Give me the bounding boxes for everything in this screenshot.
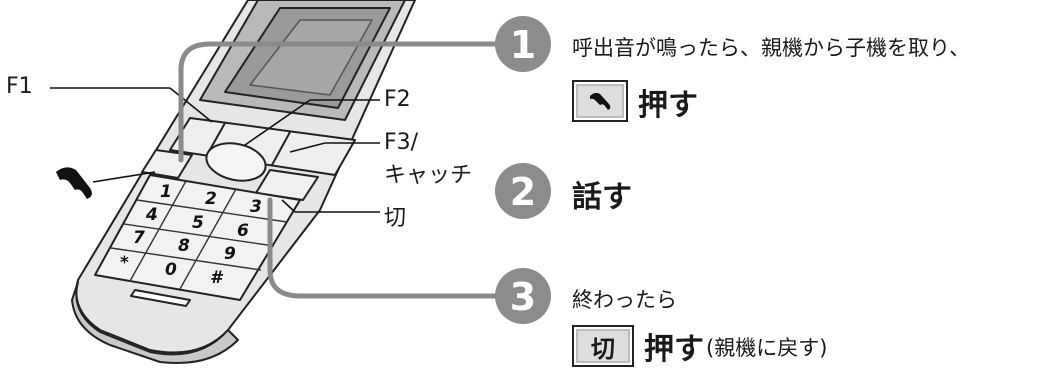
key-2: 2 [205, 189, 217, 209]
step-2-action: 話す [572, 180, 632, 215]
off-key: 切 [572, 325, 634, 367]
f2-label: F2 [384, 87, 411, 112]
step-1-number: 1 [510, 23, 536, 67]
f1-label: F1 [6, 74, 33, 99]
key-8: 8 [178, 236, 190, 256]
key-1: 1 [160, 182, 172, 202]
step-1-action: 押す [638, 88, 698, 123]
off-key-label: 切 [591, 334, 615, 363]
step-1-text: 呼出音が鳴ったら、親機から子機を取り、 [572, 36, 971, 60]
step-3-number: 3 [510, 275, 536, 319]
phone-handset-icon [590, 92, 611, 110]
step-2-circle [495, 163, 551, 219]
key-star: * [120, 253, 129, 273]
key-3: 3 [250, 197, 262, 217]
f3-label: F3/ [384, 130, 419, 155]
kiri-label: 切 [384, 206, 407, 231]
key-6: 6 [237, 221, 249, 241]
step-3-circle [495, 268, 551, 324]
step-3-note: (親機に戻す) [706, 336, 828, 360]
key-9: 9 [224, 244, 236, 264]
step-3-text: 終わったら [572, 288, 677, 312]
talk-key [572, 80, 628, 122]
key-4: 4 [145, 205, 158, 225]
catch-label: キャッチ [384, 163, 473, 188]
step-leaders [178, 41, 503, 299]
keypad-digits: 1 2 3 4 5 6 7 8 9 * 0 # [120, 182, 262, 288]
key-hash: # [210, 268, 224, 288]
step-2-number: 2 [510, 170, 536, 214]
keypad-grid [110, 180, 288, 290]
step-3-action: 押す [644, 332, 704, 367]
step-1-circle [495, 16, 551, 72]
key-0: 0 [165, 260, 177, 280]
leader-lines [50, 87, 380, 213]
handset [71, 0, 416, 365]
phone-handset-icon [56, 167, 92, 199]
step-circles [495, 16, 551, 324]
key-7: 7 [133, 228, 145, 248]
key-5: 5 [192, 213, 204, 233]
